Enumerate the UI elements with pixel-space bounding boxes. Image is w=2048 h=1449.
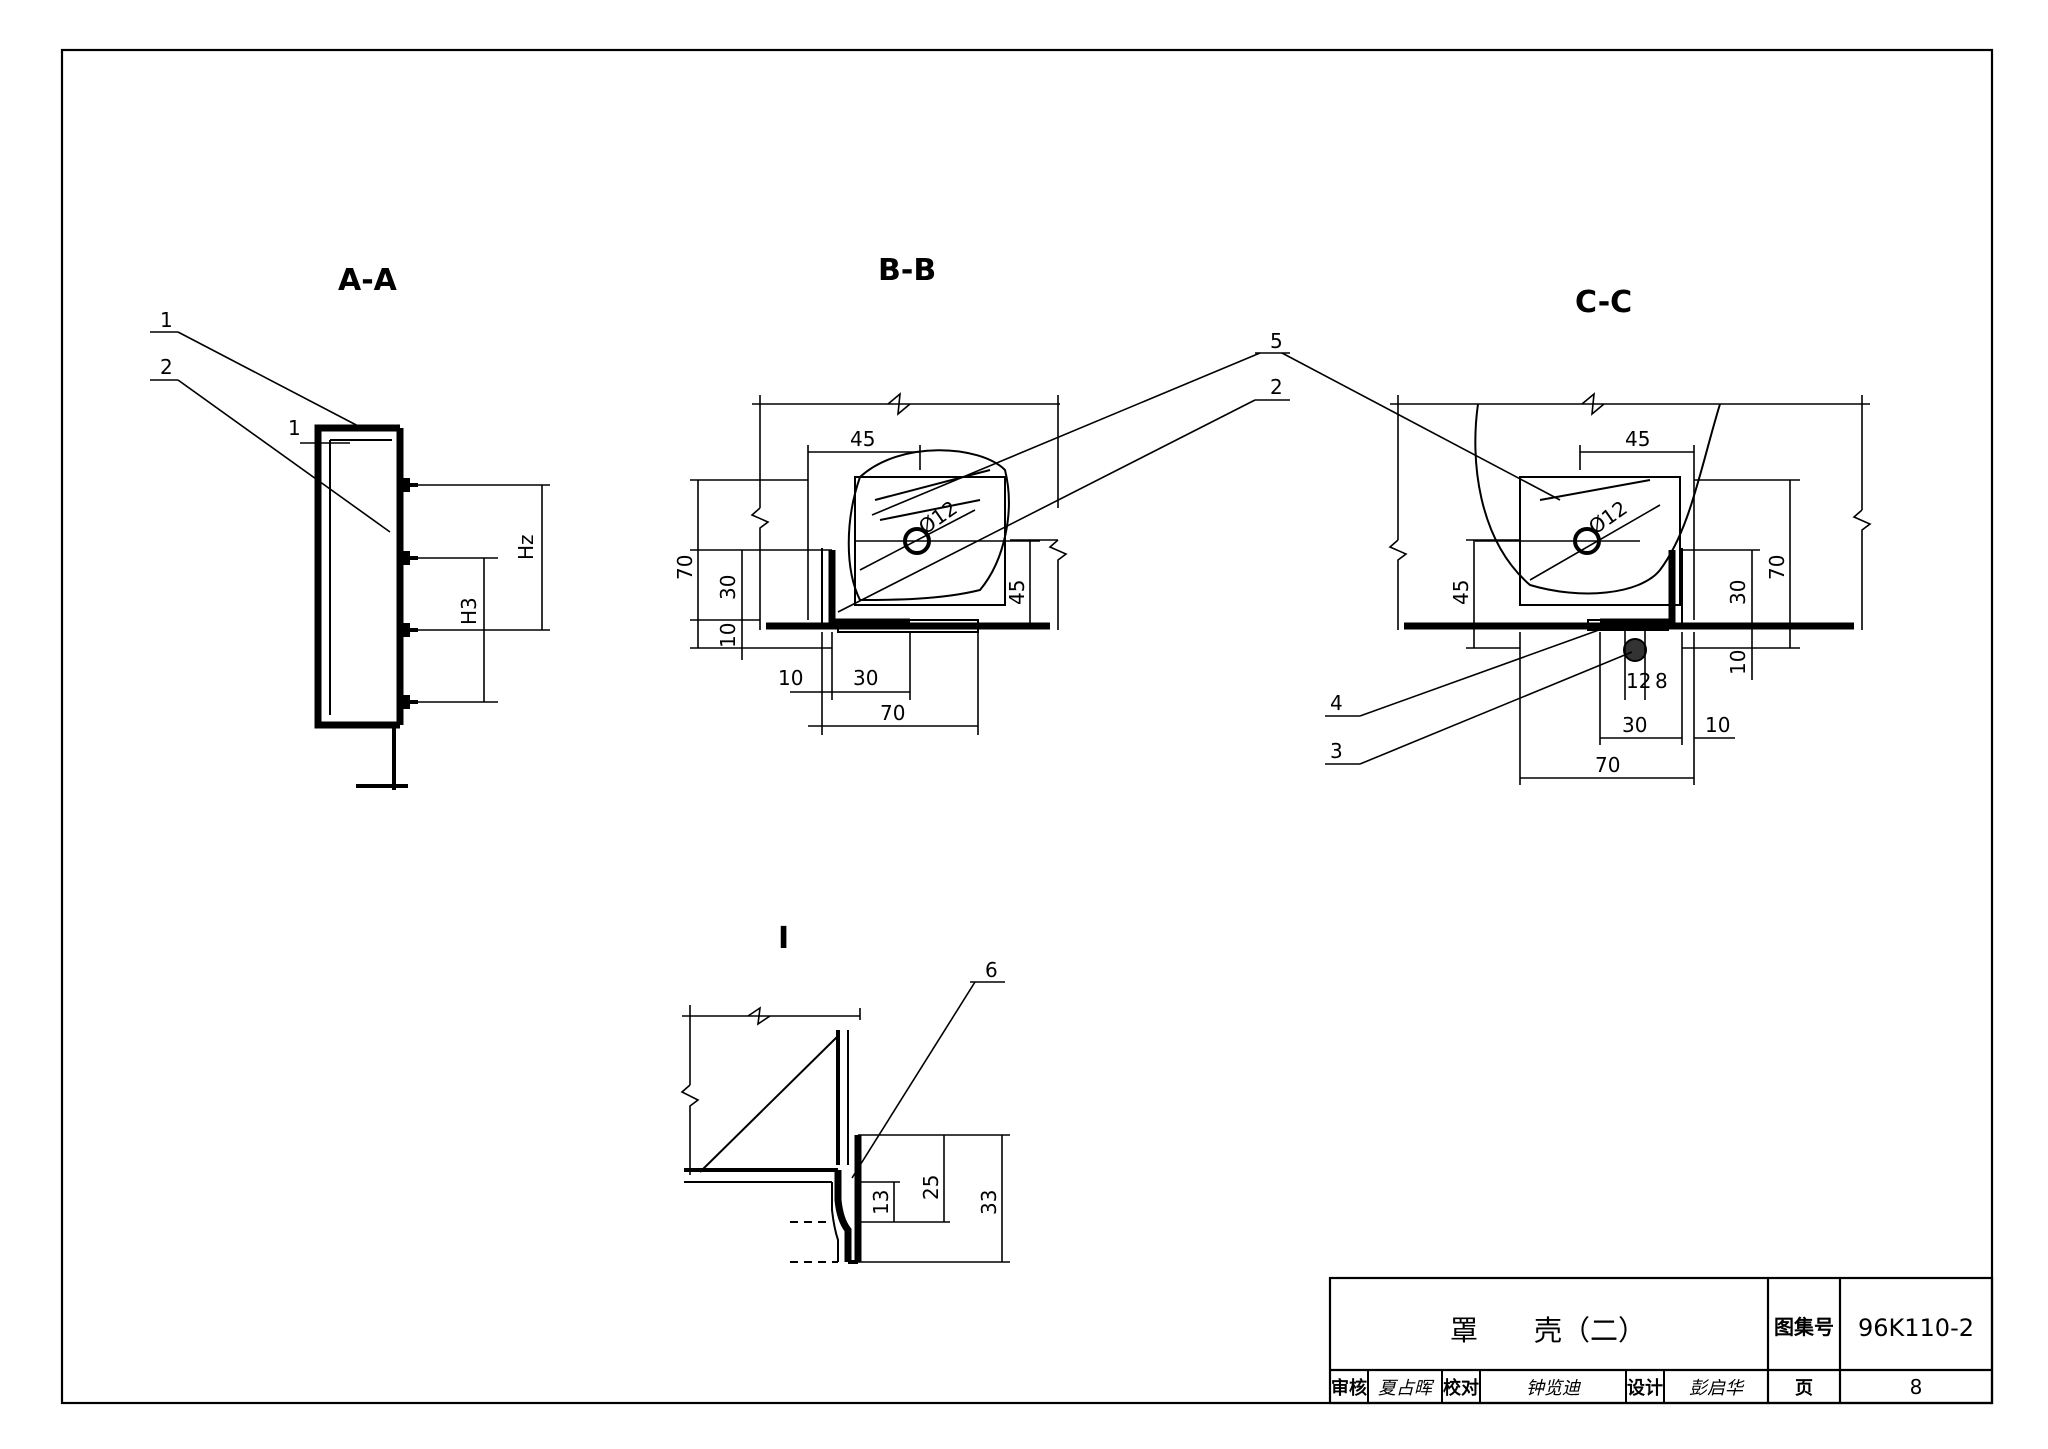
review-label: 审核 bbox=[1331, 1377, 1367, 1399]
bb-title: B-B bbox=[878, 253, 936, 288]
detail-dim-13: 13 bbox=[869, 1190, 893, 1215]
bb-dim-h45: 45 bbox=[1005, 580, 1029, 605]
bb-hole: Ø12 bbox=[914, 496, 962, 539]
atlas-label: 图集号 bbox=[1774, 1315, 1834, 1339]
callout-5: 5 bbox=[1270, 329, 1283, 353]
cc-dim-b12: 12 bbox=[1626, 669, 1651, 693]
bb-dim-b10: 10 bbox=[778, 666, 803, 690]
section-cc: C-C 45 Ø12 45 bbox=[1325, 285, 1872, 785]
cc-dim-h10: 10 bbox=[1726, 650, 1750, 675]
check-label: 校对 bbox=[1443, 1377, 1479, 1399]
callout-4: 4 bbox=[1330, 691, 1343, 715]
design-signature: 彭启华 bbox=[1689, 1378, 1745, 1399]
title-block: 罩 壳（二） 图集号 96K110-2 审核 夏占晖 校对 钟览迪 设计 彭启华… bbox=[1328, 1276, 1994, 1405]
design-label: 设计 bbox=[1627, 1377, 1663, 1399]
review-signature: 夏占晖 bbox=[1378, 1378, 1435, 1399]
bb-dim-b30: 30 bbox=[853, 666, 878, 690]
bb-dim-h70: 70 bbox=[673, 555, 697, 580]
detail-dim-25: 25 bbox=[919, 1175, 943, 1200]
cc-dim-h70: 70 bbox=[1765, 555, 1789, 580]
detail-dim-33: 33 bbox=[977, 1190, 1001, 1215]
cc-dim-45top: 45 bbox=[1625, 427, 1650, 451]
aa-dim-wall: 1 bbox=[288, 416, 301, 440]
bb-dim-h30: 30 bbox=[716, 575, 740, 600]
sheet-border bbox=[60, 48, 1994, 1405]
drawing-title: 罩 壳（二） bbox=[1450, 1314, 1646, 1347]
cc-dim-h45: 45 bbox=[1449, 580, 1473, 605]
check-signature: 钟览迪 bbox=[1526, 1378, 1582, 1399]
cc-title: C-C bbox=[1575, 285, 1632, 320]
aa-housing bbox=[314, 424, 400, 729]
callout-2: 2 bbox=[1270, 375, 1283, 399]
cc-dim-h30: 30 bbox=[1726, 580, 1750, 605]
cc-dim-b70: 70 bbox=[1595, 753, 1620, 777]
page-number: 8 bbox=[1910, 1375, 1923, 1399]
aa-bolts bbox=[400, 478, 418, 709]
callout-6: 6 bbox=[985, 958, 998, 982]
bb-dim-b70: 70 bbox=[880, 701, 905, 725]
section-aa: A-A Hz H3 1 1 2 bbox=[150, 263, 550, 790]
aa-callout-1: 1 bbox=[160, 308, 173, 332]
aa-dim-hz: Hz bbox=[514, 534, 538, 560]
atlas-number: 96K110-2 bbox=[1858, 1314, 1974, 1342]
cc-dim-b10: 10 bbox=[1705, 713, 1730, 737]
aa-dim-h3: H3 bbox=[457, 597, 481, 625]
bb-dim-45top: 45 bbox=[850, 427, 875, 451]
callouts-5-2: 5 2 bbox=[837, 329, 1561, 613]
detail-i: I 13 25 33 6 bbox=[680, 921, 1010, 1264]
section-bb: B-B 45 Ø12 70 30 bbox=[673, 253, 1068, 735]
aa-title: A-A bbox=[338, 263, 398, 298]
cc-hole: Ø12 bbox=[1584, 496, 1632, 539]
cc-dim-b30: 30 bbox=[1622, 713, 1647, 737]
callout-3: 3 bbox=[1330, 739, 1343, 763]
aa-callout-2: 2 bbox=[160, 355, 173, 379]
detail-title: I bbox=[778, 921, 789, 956]
page-label: 页 bbox=[1795, 1378, 1813, 1399]
cc-dim-b8: 8 bbox=[1655, 669, 1668, 693]
bb-dim-h10: 10 bbox=[716, 623, 740, 648]
cc-bolt bbox=[1623, 638, 1647, 662]
